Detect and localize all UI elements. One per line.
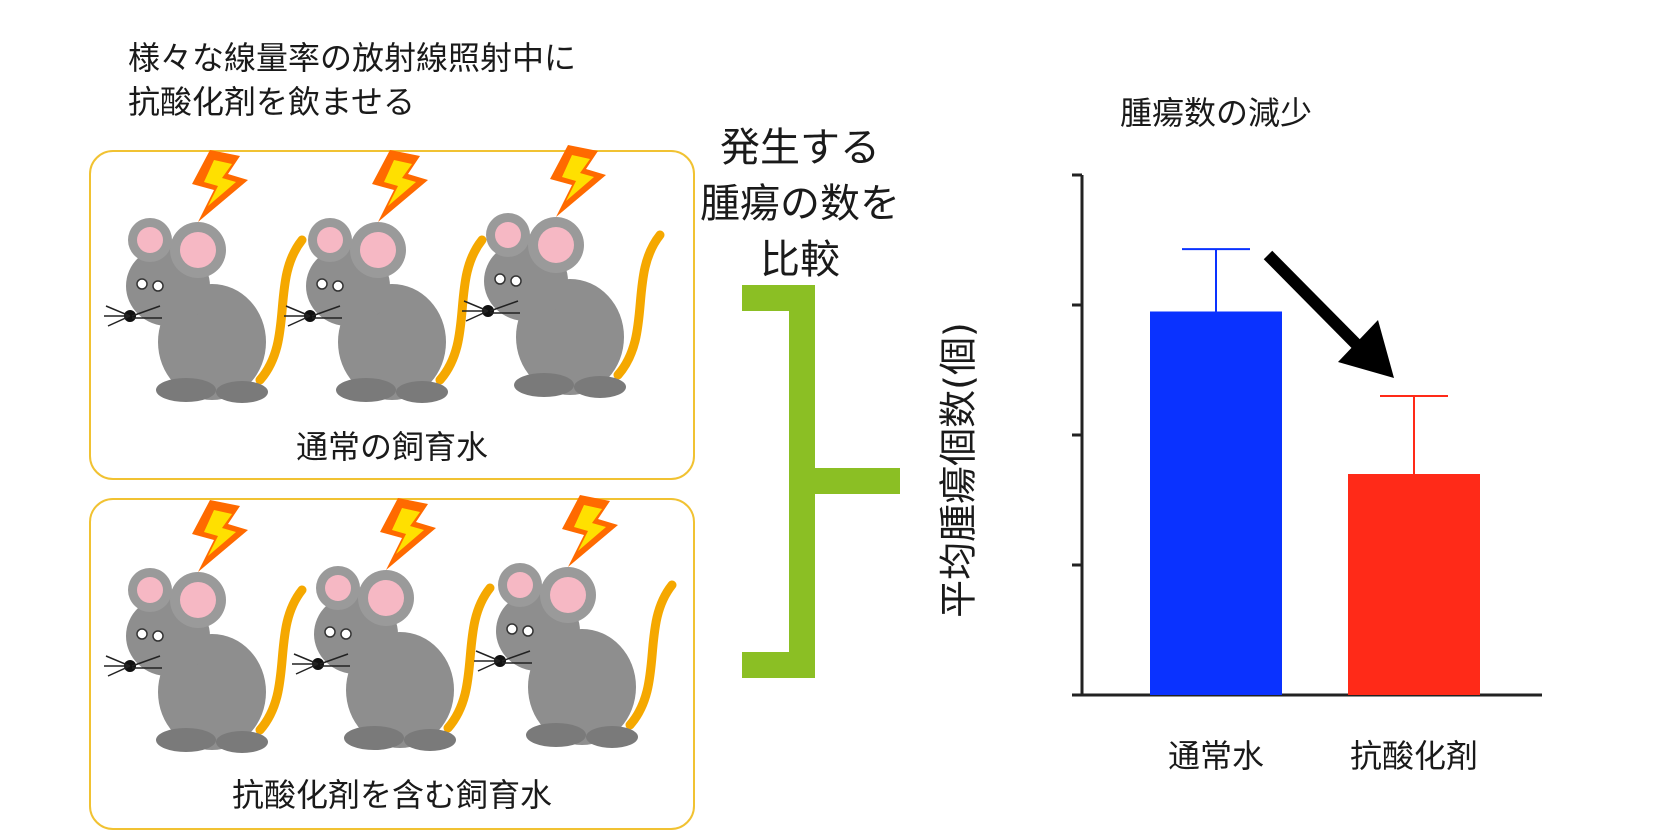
intro-text: 様々な線量率の放射線照射中に 抗酸化剤を飲ませる [128,36,576,124]
mouse-icon [104,500,307,753]
compare-line-2: 腫瘍の数を [700,181,900,227]
mouse-icon [284,150,487,403]
intro-line-2: 抗酸化剤を飲ませる [128,83,416,121]
x-tick-label: 通常水 [1168,737,1264,775]
lightning-bolt-icon [562,495,618,567]
mouse-icon [104,150,307,403]
group-label-antioxidant-water: 抗酸化剤を含む飼育水 [231,776,552,814]
intro-line-1: 様々な線量率の放射線照射中に [128,39,577,77]
compare-line-3: 比較 [760,237,840,283]
group-label-normal-water: 通常の飼育水 [295,428,488,466]
compare-text: 発生する 腫瘍の数を 比較 [690,120,910,288]
chart-title: 腫瘍数の減少 [1120,94,1313,132]
lightning-bolt-icon [380,498,436,570]
mouse-icon [474,495,677,748]
bar-0 [1150,311,1282,695]
compare-line-1: 発生する [720,125,880,171]
lightning-bolt-icon [192,500,248,572]
lightning-bolt-icon [192,150,248,222]
arrow-down-right-icon [1263,250,1394,378]
mouse-icon [462,145,665,398]
mouse-icon [292,498,495,751]
x-tick-label: 抗酸化剤 [1350,737,1478,775]
lightning-bolt-icon [372,150,428,222]
lightning-bolt-icon [550,145,606,217]
bar-1 [1348,474,1480,695]
